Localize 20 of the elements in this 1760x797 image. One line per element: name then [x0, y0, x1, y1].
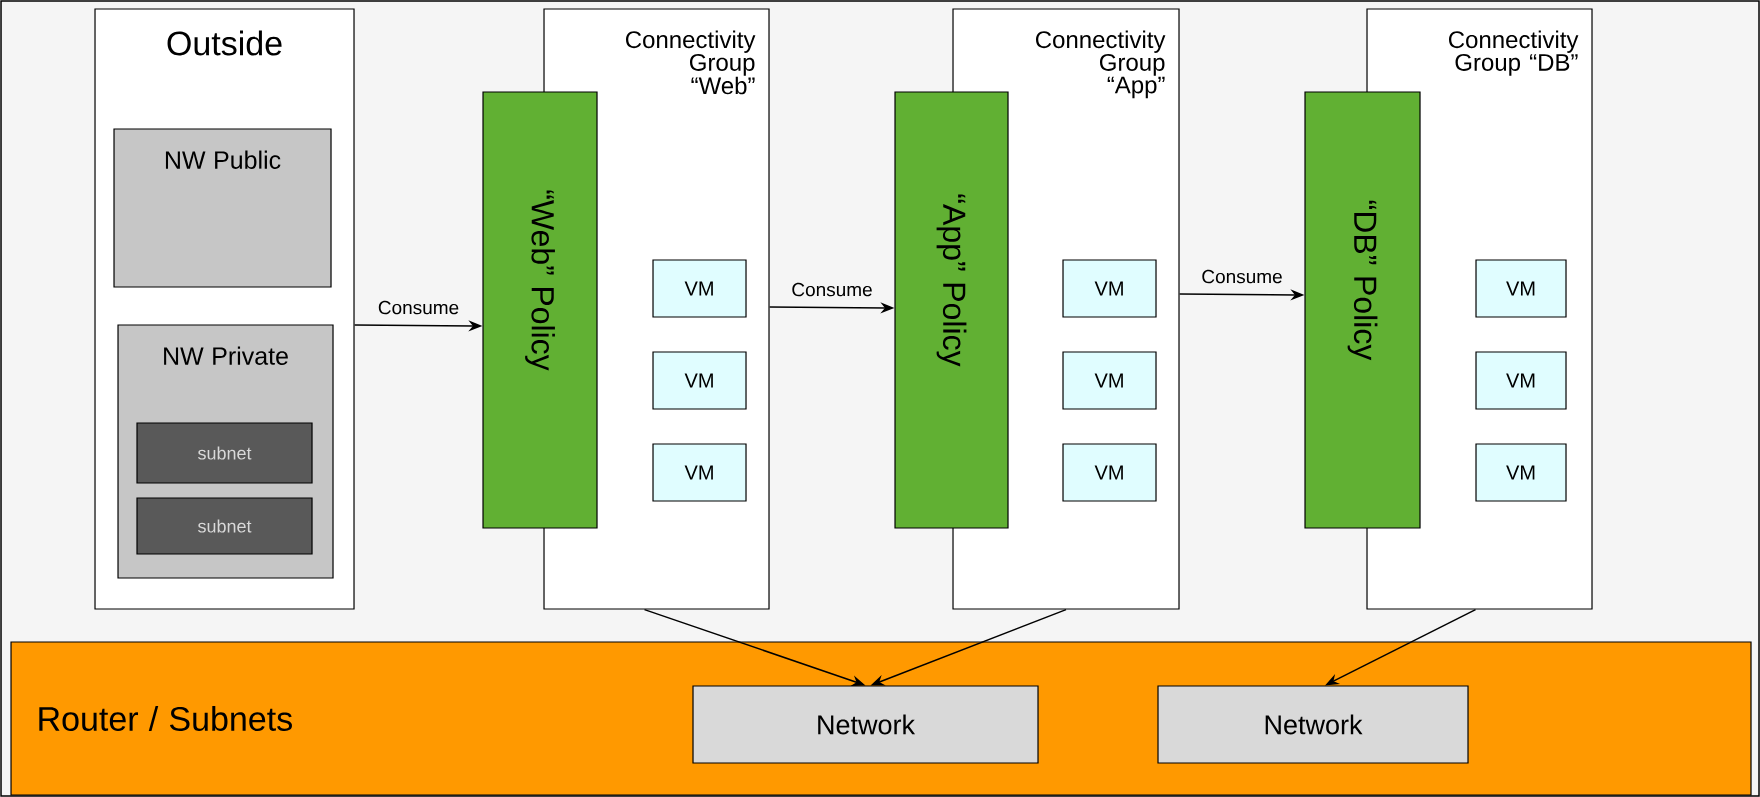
subnet-box: subnet	[136, 422, 313, 484]
vm-box: VM	[1475, 259, 1567, 318]
policy-bar: “DB” Policy	[1304, 91, 1421, 529]
vm-box: VM	[652, 443, 747, 502]
network-box: Network	[1157, 685, 1469, 764]
network-box: Network	[692, 685, 1039, 764]
vm-box: VM	[1475, 351, 1567, 410]
edge-label: Consume	[1202, 269, 1282, 284]
subnet-box: subnet	[136, 497, 313, 555]
vm-box: VM	[1062, 259, 1157, 318]
vm-box: VM	[1062, 443, 1157, 502]
vm-box: VM	[652, 259, 747, 318]
vm-box: VM	[652, 351, 747, 410]
vm-box: VM	[1062, 351, 1157, 410]
policy-bar: “Web” Policy	[482, 91, 598, 529]
edge-label: Consume	[792, 282, 872, 297]
network-box: NW Public	[113, 128, 332, 288]
policy-bar: “App” Policy	[894, 91, 1009, 529]
edge-label: Consume	[378, 300, 459, 315]
vm-box: VM	[1475, 443, 1567, 502]
